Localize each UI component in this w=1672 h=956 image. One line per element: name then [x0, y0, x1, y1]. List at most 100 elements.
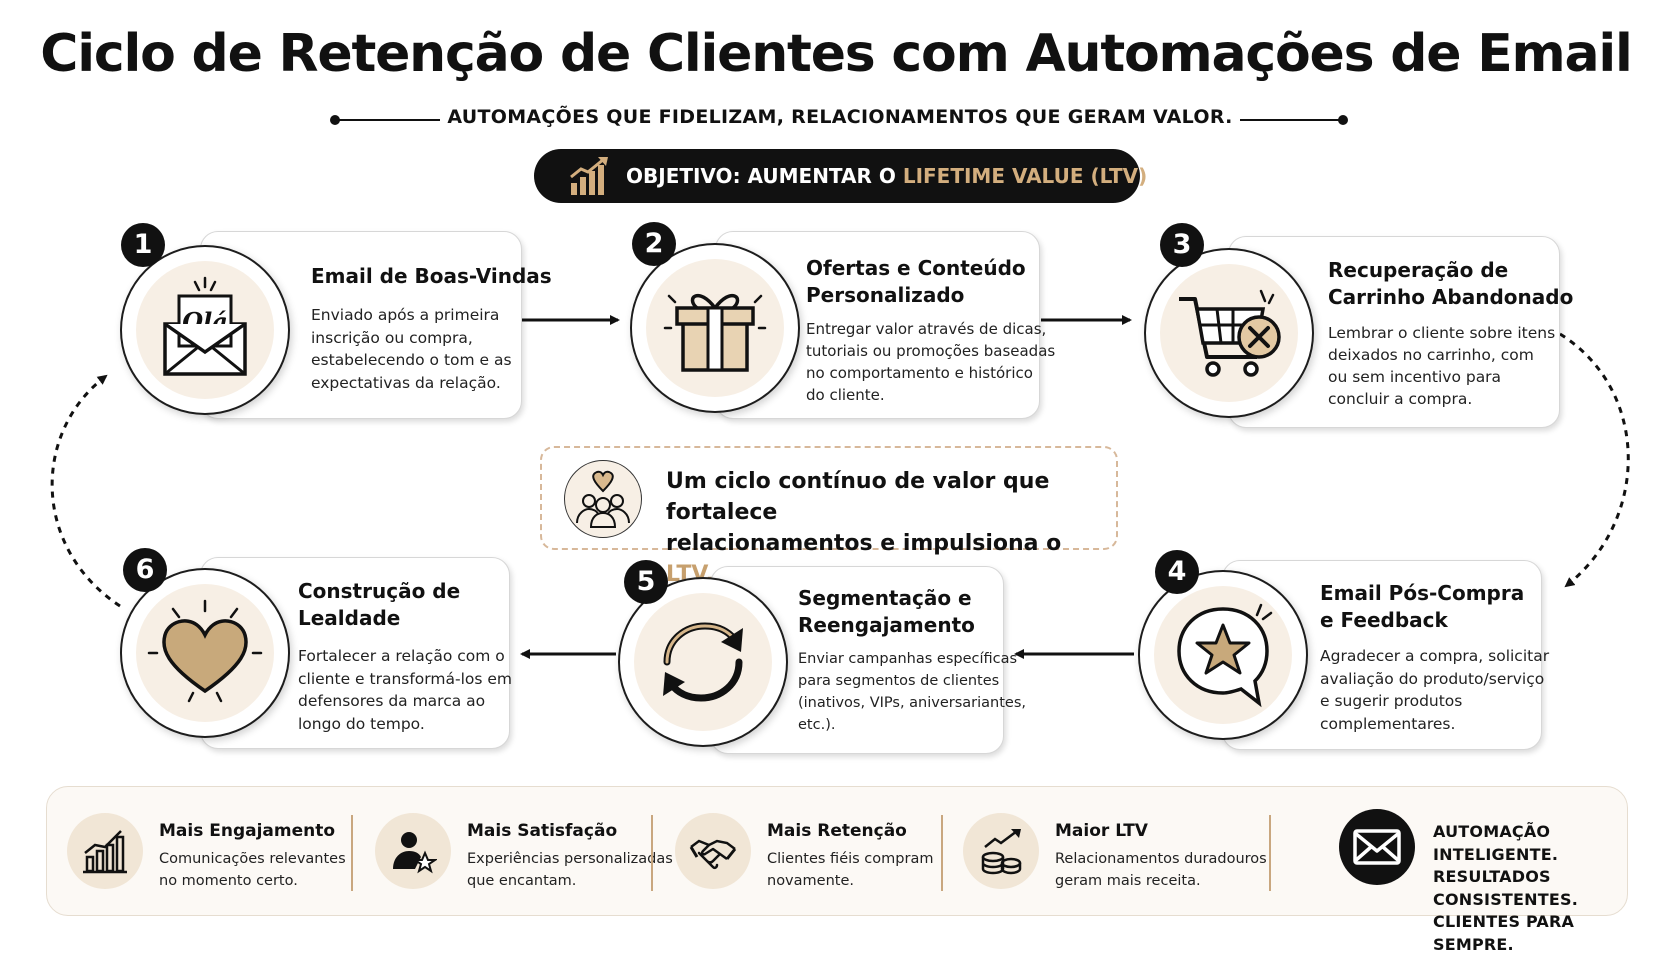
coins-growth-icon [963, 813, 1039, 889]
step-4-title: Email Pós-Compra e Feedback [1320, 580, 1524, 634]
benefit-desc-line: que encantam. [467, 873, 577, 889]
step-5-title: Segmentação e Reengajamento [798, 585, 975, 639]
cycle-summary-note: Um ciclo contínuo de valor que fortalece… [540, 446, 1118, 587]
cycle-summary-text: Um ciclo contínuo de valor que fortalece… [666, 466, 1116, 590]
step-1-desc: Enviado após a primeira inscrição ou com… [311, 304, 512, 394]
step-4-title-line1: Email Pós-Compra [1320, 581, 1525, 605]
step-3-desc: Lembrar o cliente sobre itens deixados n… [1328, 322, 1555, 410]
step-1-desc-line: estabelecendo o tom e as [311, 351, 512, 369]
step-6-desc-line: longo do tempo. [298, 714, 425, 733]
step-6-desc-line: cliente e transformá-los em [298, 669, 513, 688]
subtitle-row: AUTOMAÇÕES QUE FIDELIZAM, RELACIONAMENTO… [330, 102, 1350, 138]
objective-text: OBJETIVO: AUMENTAR O LIFETIME VALUE (LTV… [626, 164, 1147, 188]
benefit-ltv: Maior LTV Relacionamentos duradouros ger… [963, 801, 1267, 901]
subtitle-left-line [336, 119, 440, 121]
star-speech-icon [1177, 603, 1273, 708]
benefit-title: Maior LTV [1055, 821, 1148, 841]
benefit-title: Mais Satisfação [467, 821, 618, 841]
subtitle-left-dot [330, 115, 340, 125]
step-6-title-line1: Construção de [298, 579, 461, 603]
step-6-desc-line: Fortalecer a relação com o [298, 647, 505, 665]
step-4-desc-line: complementares. [1320, 714, 1456, 733]
page-title: Ciclo de Retenção de Clientes com Automa… [40, 24, 1633, 84]
step-5-title-line1: Segmentação e [798, 586, 972, 610]
step-5-desc: Enviar campanhas específicas para segmen… [798, 648, 1026, 736]
refresh-cycle-icon [663, 622, 743, 702]
benefit-divider [351, 815, 353, 891]
objective-prefix: OBJETIVO: AUMENTAR O [626, 164, 903, 188]
step-2-desc-line: tutoriais ou promoções baseadas [806, 342, 1056, 360]
step-1-title-line1: Email de Boas-Vindas [311, 264, 552, 288]
community-heart-icon [564, 460, 642, 538]
benefit-divider [651, 815, 653, 891]
step-2-desc-line: Entregar valor através de dicas, [806, 320, 1047, 338]
step-1-icon-circle: Olá [120, 245, 290, 415]
step-6-desc-line: defensores da marca ao [298, 692, 486, 710]
benefit-desc: Comunicações relevantes no momento certo… [159, 848, 346, 892]
step-4-desc-line: e sugerir produtos [1320, 692, 1463, 710]
step-3-desc-line: deixados no carrinho, com [1328, 346, 1534, 364]
benefits-band: Mais Engajamento Comunicações relevantes… [46, 786, 1628, 954]
envelope-icon [1339, 809, 1415, 885]
handshake-icon [675, 813, 751, 889]
step-2-title-line1: Ofertas e Conteúdo [806, 256, 1026, 280]
step-3-title-line1: Recuperação de [1328, 258, 1509, 282]
step-3-icon-circle [1144, 248, 1314, 418]
step-3-desc-line: concluir a compra. [1328, 390, 1473, 408]
benefit-divider [1269, 815, 1271, 891]
arrow-3-to-4 [1559, 332, 1630, 588]
bar-chart-icon [67, 813, 143, 889]
gift-icon [663, 293, 767, 372]
step-1-title: Email de Boas-Vindas [311, 263, 552, 290]
subtitle-right-dot [1338, 115, 1348, 125]
step-4-desc: Agradecer a compra, solicitar avaliação … [1320, 645, 1549, 735]
step-1-desc-line: Enviado após a primeira [311, 306, 500, 324]
benefit-desc-line: Relacionamentos duradouros [1055, 851, 1267, 867]
cycle-summary-prefix: relacionamentos e impulsiona o [666, 531, 1062, 556]
heart-icon [147, 599, 263, 703]
step-2-icon-circle [630, 243, 800, 413]
benefit-satisfaction: Mais Satisfação Experiências personaliza… [375, 801, 673, 901]
step-2-desc-line: do cliente. [806, 386, 885, 404]
step-5-title-line2: Reengajamento [798, 613, 975, 637]
step-4-desc-line: Agradecer a compra, solicitar [1320, 647, 1550, 665]
step-5-icon-circle [618, 577, 788, 747]
benefit-desc-line: Experiências personalizadas [467, 851, 673, 867]
benefit-title: Mais Retenção [767, 821, 907, 841]
step-1-desc-line: expectativas da relação. [311, 373, 501, 392]
arrow-6-to-1 [50, 374, 121, 608]
step-3-title: Recuperação de Carrinho Abandonado [1328, 257, 1573, 311]
final-slogan-line: CLIENTES PARA SEMPRE. [1433, 912, 1575, 954]
step-number-1: 1 [121, 223, 165, 267]
benefit-desc-line: geram mais receita. [1055, 873, 1201, 889]
user-star-icon [375, 813, 451, 889]
step-5-desc-line: para segmentos de clientes [798, 673, 1000, 689]
benefit-desc-line: Comunicações relevantes [159, 851, 346, 867]
step-5-desc-line: Enviar campanhas específicas [798, 651, 1018, 667]
objective-highlight: LIFETIME VALUE (LTV) [902, 164, 1148, 188]
step-3-desc-line: ou sem incentivo para [1328, 368, 1502, 386]
benefit-title: Mais Engajamento [159, 821, 336, 841]
subtitle-right-line [1240, 119, 1344, 121]
cycle-summary-line1: Um ciclo contínuo de valor que fortalece [666, 469, 1050, 525]
step-5-desc-line: (inativos, VIPs, aniversariantes, [798, 695, 1026, 711]
step-2-title: Ofertas e Conteúdo Personalizado [806, 255, 1026, 309]
objective-pill: OBJETIVO: AUMENTAR O LIFETIME VALUE (LTV… [534, 149, 1147, 203]
step-1-desc-line: inscrição ou compra, [311, 328, 473, 347]
final-slogan-line: AUTOMAÇÃO INTELIGENTE. [1433, 822, 1559, 864]
cart-cancel-icon [1179, 289, 1281, 377]
cycle-summary-line2: relacionamentos e impulsiona o LTV. [666, 528, 1116, 590]
step-4-title-line2: e Feedback [1320, 608, 1448, 632]
benefit-desc-line: novamente. [767, 873, 854, 889]
step-2-desc: Entregar valor através de dicas, tutoria… [806, 318, 1055, 406]
step-6-title-line2: Lealdade [298, 606, 401, 630]
step-6-title: Construção de Lealdade [298, 578, 460, 632]
growth-chart-icon [570, 157, 608, 195]
step-number-5: 5 [624, 560, 668, 604]
benefit-desc: Experiências personalizadas que encantam… [467, 848, 673, 892]
benefit-engagement: Mais Engajamento Comunicações relevantes… [67, 801, 347, 901]
step-number-4: 4 [1155, 550, 1199, 594]
benefit-desc: Relacionamentos duradouros geram mais re… [1055, 848, 1267, 892]
step-3-title-line2: Carrinho Abandonado [1328, 285, 1574, 309]
